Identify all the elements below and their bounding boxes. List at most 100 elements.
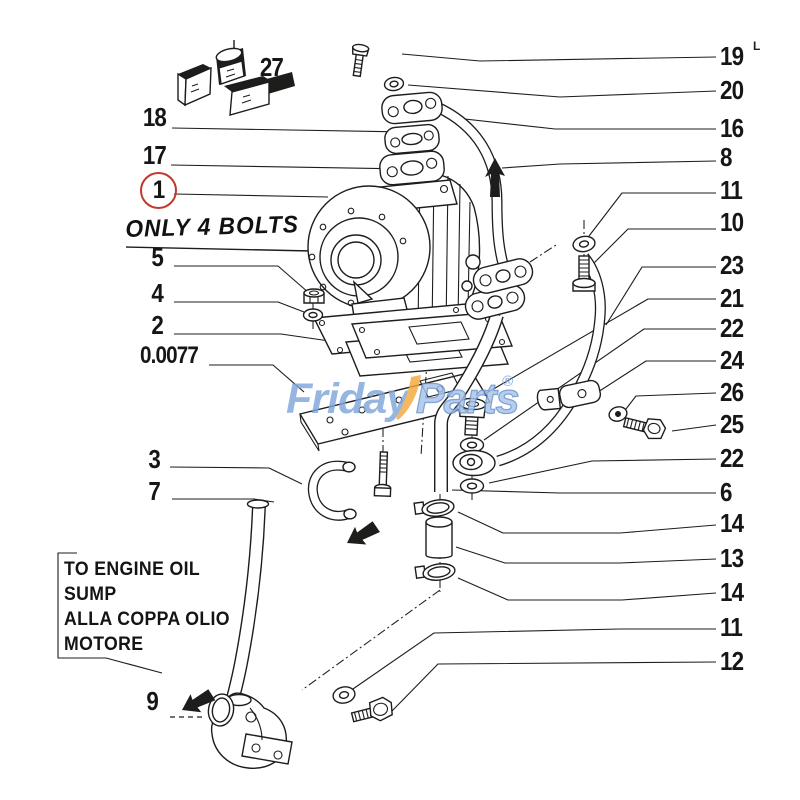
- oil-return-pipe: [496, 253, 606, 467]
- callout-0077: 0.0077: [140, 342, 199, 369]
- callout-8: 8: [720, 142, 732, 172]
- sump-note-line2: SUMP: [64, 584, 117, 605]
- leader-12: [391, 661, 717, 712]
- callout-10: 10: [720, 207, 744, 237]
- leader-11b: [349, 628, 716, 692]
- sump-note: TO ENGINE OIL SUMP ALLA COPPA OLIO MOTOR…: [64, 557, 230, 657]
- washer-26: [608, 406, 628, 422]
- bolt-12: [350, 696, 393, 723]
- banjo-flange-16: [381, 91, 443, 125]
- washer-4: [302, 308, 324, 322]
- leader-8: [501, 160, 717, 169]
- callout-13: 13: [720, 543, 744, 573]
- pipe-clamp-24: [536, 379, 602, 411]
- exhaust-flange-plate: [350, 311, 514, 359]
- o-ring-seal: [207, 693, 235, 727]
- callout-18: 18: [142, 102, 167, 132]
- callout-12: 12: [720, 646, 744, 676]
- leader-14a: [457, 511, 717, 534]
- bolt-holes: [308, 207, 407, 307]
- callout-22a: 22: [720, 313, 744, 343]
- leader-4: [174, 301, 305, 313]
- leader-0077: [209, 364, 305, 393]
- washer-20: [383, 76, 405, 92]
- left-arrow-bottom: [182, 689, 216, 713]
- watermark-word1: Friday: [286, 375, 412, 423]
- gasket-18: [384, 123, 440, 155]
- sump-note-bracket: [57, 552, 163, 674]
- callout-19: 19: [720, 41, 744, 71]
- bolt-10: [572, 255, 596, 292]
- compressor-housing: [307, 185, 431, 309]
- callout-19-mark: L: [753, 39, 761, 53]
- sump-drain-pipe: [225, 499, 270, 704]
- nut-5: [303, 288, 325, 304]
- bracket-clips-27: [177, 40, 295, 116]
- callout-17: 17: [142, 140, 167, 170]
- callout-24: 24: [720, 345, 744, 375]
- callout-11b: 11: [720, 612, 743, 642]
- leader-13: [455, 546, 717, 564]
- turbocharger: [298, 171, 514, 452]
- leader-19: [401, 53, 717, 62]
- leader-21: [477, 298, 716, 399]
- banjo-bolt-21: [458, 397, 487, 437]
- hose-clamp-upper: [413, 499, 455, 517]
- leader-22b: [488, 458, 717, 484]
- leader-lines: [57, 53, 717, 718]
- callout-1: 1: [152, 176, 165, 204]
- oil-flange-upper: [472, 258, 534, 294]
- oil-drain-pipe: [434, 312, 504, 492]
- leader-7: [172, 498, 275, 503]
- callout-16: 16: [720, 113, 744, 143]
- leader-22a: [483, 328, 716, 441]
- left-arrow-mid: [347, 521, 380, 545]
- watermark: Friday Parts ®: [286, 373, 520, 424]
- callout-23: 23: [720, 250, 744, 280]
- sump-note-line4: MOTORE: [64, 634, 144, 655]
- leader-25: [671, 424, 717, 432]
- leader-24: [597, 360, 716, 393]
- callout-20: 20: [720, 75, 744, 105]
- watermark-reg: ®: [502, 373, 514, 390]
- up-arrow: [485, 158, 505, 197]
- callout-7: 7: [148, 476, 160, 506]
- hose-clamp-lower: [414, 563, 456, 581]
- callout-14a: 14: [720, 508, 744, 538]
- callout-6: 6: [720, 477, 732, 507]
- oil-flange-lower: [464, 284, 526, 320]
- leader-1: [173, 193, 329, 198]
- callout-4: 4: [151, 278, 163, 308]
- flange-stack: [352, 43, 445, 186]
- callout-27: 27: [259, 52, 284, 82]
- callout-3: 3: [148, 444, 160, 474]
- leader-23: [605, 266, 716, 326]
- banjo-fitting: [452, 449, 496, 477]
- callout-2: 2: [151, 310, 163, 340]
- callout-26: 26: [720, 377, 744, 407]
- leader-10: [593, 228, 716, 264]
- leader-14b: [457, 577, 717, 601]
- bent-hose-3: [307, 460, 357, 521]
- sump-note-line1: TO ENGINE OIL: [64, 559, 201, 580]
- leader-11a: [588, 192, 716, 237]
- leader-26: [625, 392, 717, 410]
- callout-25: 25: [720, 409, 744, 439]
- sump-note-line3: ALLA COPPA OLIO: [64, 609, 230, 630]
- mounting-stud: [373, 451, 392, 497]
- watermark-word2: Parts: [416, 375, 519, 423]
- watermark-swoosh: [396, 375, 421, 420]
- leader-5: [174, 265, 310, 294]
- screw-19: [352, 43, 370, 78]
- leader-20: [407, 84, 717, 98]
- leader-18: [171, 127, 411, 133]
- callout-21: 21: [720, 283, 744, 313]
- callout-5: 5: [151, 242, 163, 272]
- bolt-25: [622, 416, 667, 440]
- only-bolts-note: ONLY 4 BOLTS: [125, 211, 300, 243]
- washer-11-top: [572, 235, 596, 253]
- washer-22-lower: [459, 478, 485, 494]
- callout-1-highlight-circle: 1: [140, 172, 177, 209]
